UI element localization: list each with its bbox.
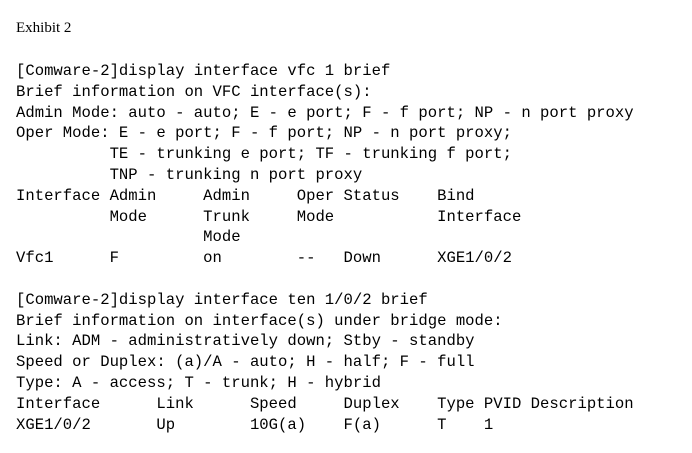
console-line-vfc-table-row: Vfc1 F on -- Down XGE1/0/2 [16, 249, 512, 268]
console-line-speed-legend: Speed or Duplex: (a)/A - auto; H - half;… [16, 353, 475, 372]
console-line-vfc-table-header2: Mode Trunk Mode Interface [16, 207, 522, 226]
console-line-oper-mode-legend-cont: TE - trunking e port; TF - trunking f po… [16, 145, 512, 164]
console-line-oper-mode-legend: Oper Mode: E - e port; F - f port; NP - … [16, 124, 512, 143]
console-line-type-legend: Type: A - access; T - trunk; H - hybrid [16, 373, 381, 392]
console-line-bridge-header: Brief information on interface(s) under … [16, 311, 503, 330]
console-output: [Comware-2]display interface vfc 1 brief… [16, 61, 634, 435]
console-line-link-legend: Link: ADM - administratively down; Stby … [16, 332, 475, 351]
console-line-vfc-table-header3: Mode [16, 228, 241, 247]
console-line-command-ten: [Comware-2]display interface ten 1/0/2 b… [16, 290, 428, 309]
console-line-bridge-table-header: Interface Link Speed Duplex Type PVID De… [16, 394, 634, 413]
console-line-bridge-table-row: XGE1/0/2 Up 10G(a) F(a) T 1 [16, 415, 494, 434]
exhibit-title: Exhibit 2 [16, 20, 72, 36]
console-line-admin-mode-legend: Admin Mode: auto - auto; E - e port; F -… [16, 103, 634, 122]
console-line-command-vfc: [Comware-2]display interface vfc 1 brief [16, 62, 391, 80]
console-line-oper-mode-legend-cont2: TNP - trunking n port proxy [16, 165, 363, 184]
console-line-blank [16, 269, 634, 290]
console-line-vfc-table-header: Interface Admin Admin Oper Status Bind [16, 186, 475, 205]
console-line-vfc-header: Brief information on VFC interface(s): [16, 82, 372, 101]
